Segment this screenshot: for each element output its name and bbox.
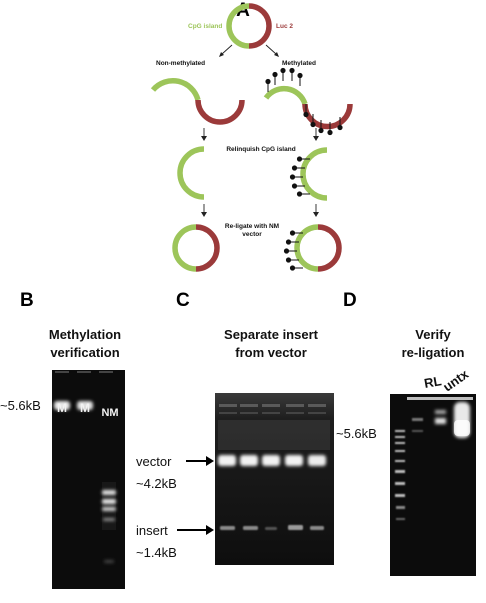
gel-b [52, 370, 125, 589]
arrow-down-right-2 [313, 204, 319, 217]
label-religate-1: Re-ligate with NM [225, 223, 279, 230]
label-non-methylated: Non-methylated [156, 60, 205, 67]
gel-c-insert-label: insert [136, 523, 168, 538]
arrow-down-left-1 [201, 128, 207, 141]
panel-b-letter: B [20, 290, 34, 311]
linear-plasmid-methylated [263, 67, 353, 136]
panel-c-title-1: Separate insert [224, 327, 319, 342]
gel-b-lane-1: M [57, 401, 67, 415]
arrow-to-nonmethylated [219, 44, 233, 57]
gel-b-lane-2: M [80, 401, 90, 415]
label-religate-2: vector [242, 231, 262, 238]
gel-b-size-label: ~5.6kB [0, 398, 41, 413]
gel-d-lane-untx: untx [440, 366, 472, 394]
legend-luc2: Luc 2 [276, 23, 293, 30]
gel-c-vector-label: vector [136, 454, 172, 469]
panel-c-letter: C [176, 290, 190, 311]
gel-c [215, 393, 334, 565]
arrow-down-right-1 [313, 128, 319, 141]
linear-plasmid-non-methylated [150, 78, 245, 125]
gel-d-lane-rl: RL [423, 373, 443, 391]
panel-c-title-2: from vector [235, 345, 307, 360]
label-methylated: Methylated [282, 60, 316, 67]
panel-d-title-2: re-ligation [402, 345, 465, 360]
religated-plasmid-right [283, 224, 342, 272]
gel-d [390, 394, 476, 576]
panel-d-title-1: Verify [415, 327, 451, 342]
gel-b-lane-3: NM [101, 407, 118, 419]
panel-b-title-1: Methylation [49, 327, 121, 342]
panel-d-letter: D [343, 290, 357, 311]
arrow-vector [186, 456, 214, 466]
arrow-to-methylated [265, 44, 279, 57]
gel-d-size-label: ~5.6kB [336, 426, 377, 441]
gel-c-vector-size: ~4.2kB [136, 476, 177, 491]
panel-b-title-2: verification [50, 345, 119, 360]
label-relinquish: Relinquish CpG island [226, 146, 295, 153]
cpg-fragment-left [177, 146, 205, 200]
cpg-fragment-right [289, 147, 328, 201]
legend-cpg-island: CpG island [188, 23, 222, 30]
plasmid-top [226, 3, 272, 49]
religated-plasmid-left [172, 224, 220, 272]
arrow-down-left-2 [201, 204, 207, 217]
arrow-insert [177, 525, 214, 535]
gel-c-insert-size: ~1.4kB [136, 545, 177, 560]
